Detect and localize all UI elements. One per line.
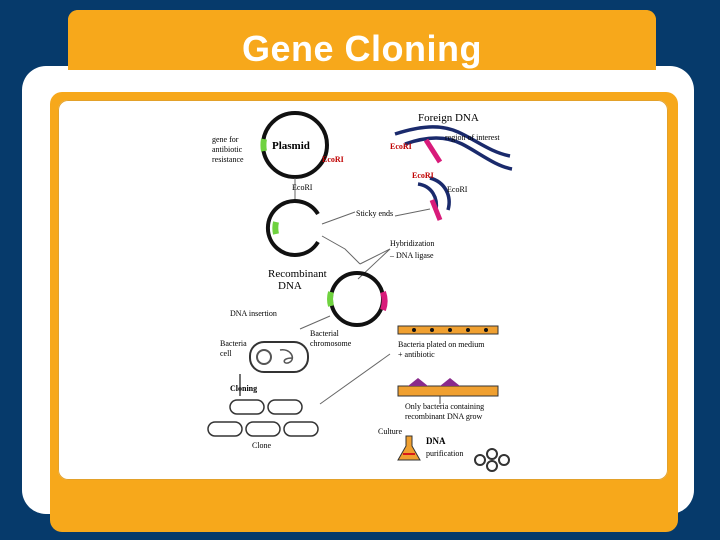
bacteria-label: Bacteria (220, 339, 247, 348)
only-bacteria-label: Only bacteria containing (405, 402, 484, 411)
recombinant-label: Recombinant (268, 268, 327, 280)
culture-flask (397, 435, 421, 461)
plasmid-label: Plasmid (272, 140, 310, 152)
cell-label: cell (220, 349, 232, 358)
gene-cloning-diagram: Plasmid gene for antibiotic resistance E… (207, 111, 513, 472)
sticky-ends-label: Sticky ends (356, 209, 393, 218)
bacteria-cell (249, 341, 309, 373)
clones (207, 399, 319, 437)
recombinant-dna (327, 271, 388, 327)
dna-ligase-label: – DNA ligase (389, 251, 434, 260)
dna-label: DNA (278, 280, 302, 292)
ecori-label-1: EcoRI (322, 155, 344, 164)
cut-plasmid (265, 178, 320, 257)
foreign-dna (394, 125, 513, 171)
cloning-label: Cloning (230, 384, 257, 393)
plasmid (260, 111, 329, 179)
cut-foreign-dna (417, 176, 451, 221)
content-area (58, 100, 668, 480)
ecori-label-4: EcoRI (447, 185, 468, 194)
title-bar-top (68, 10, 656, 70)
ecori-label-3: EcoRI (412, 171, 434, 180)
region-label: region of interest (445, 133, 500, 142)
petri-plate-1 (397, 325, 499, 335)
bacterial-label: Bacterial (310, 329, 340, 338)
foreign-dna-label: Foreign DNA (418, 112, 479, 124)
ecori-label-2: EcoRI (390, 142, 412, 151)
bacteria-plated-label: Bacteria plated on medium (398, 340, 485, 349)
purified-plasmids (474, 448, 510, 472)
dna-insertion-label: DNA insertion (230, 309, 277, 318)
gene-label-3: resistance (212, 155, 244, 164)
plus-antibiotic-label: + antibiotic (398, 350, 435, 359)
culture-label: Culture (378, 427, 402, 436)
clone-label: Clone (252, 441, 272, 450)
recombinant-grow-label: recombinant DNA grow (405, 412, 483, 421)
gene-label-2: antibiotic (212, 145, 243, 154)
chromosome-label: chromosome (310, 339, 352, 348)
ecori-label-5: EcoRI (292, 183, 313, 192)
slide-title: Gene Cloning (242, 28, 482, 69)
gene-label-1: gene for (212, 135, 239, 144)
dna-purification-2: purification (426, 449, 463, 458)
petri-plate-2 (397, 378, 499, 397)
hybridization-label: Hybridization (390, 239, 434, 248)
dna-purification-1: DNA (426, 436, 446, 446)
